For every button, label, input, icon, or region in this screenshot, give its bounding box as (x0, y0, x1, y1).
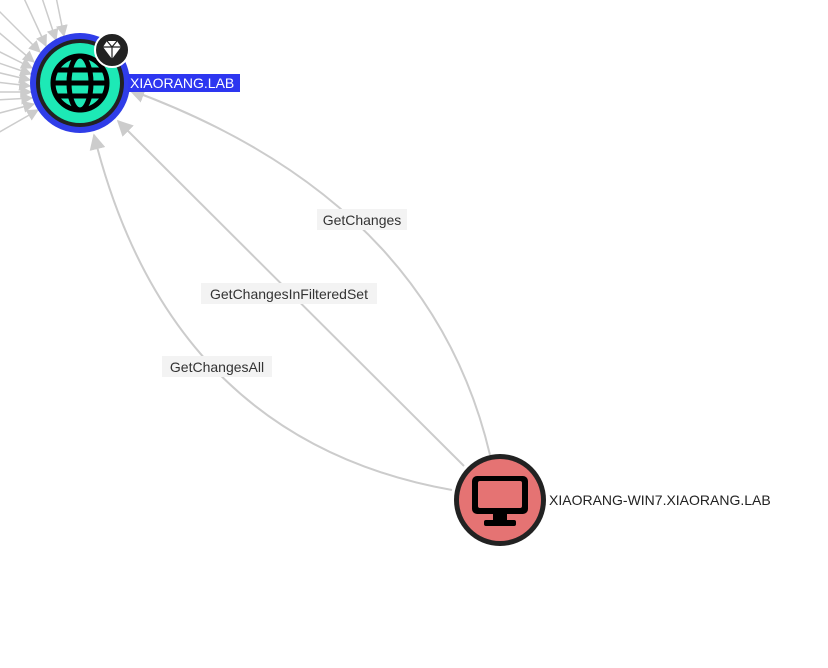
edge-line[interactable] (0, 8, 41, 53)
gem-icon (94, 32, 130, 68)
node-computer-label: XIAORANG-WIN7.XIAORANG.LAB (549, 492, 771, 508)
edge-getchanges[interactable]: GetChanges (128, 87, 491, 456)
offscreen-edges (0, 0, 68, 134)
node-domain-label-bg (128, 74, 240, 92)
edge-line[interactable] (0, 30, 35, 63)
edge-label-getchanges: GetChanges (323, 212, 402, 228)
edge-line[interactable] (0, 100, 36, 114)
node-domain[interactable]: XIAORANG.LAB (30, 32, 240, 133)
edge-line[interactable] (55, 0, 68, 38)
edge-label-getchangesinfilteredset: GetChangesInFilteredSet (210, 286, 368, 302)
edge-line[interactable] (22, 0, 47, 48)
edge-getchangesall[interactable]: GetChangesAll (89, 133, 453, 491)
edge-line[interactable] (40, 0, 59, 42)
monitor-icon (472, 476, 528, 526)
edge-line[interactable] (0, 71, 32, 84)
globe-icon (50, 53, 110, 113)
edge-line[interactable] (0, 92, 34, 105)
edge-label-getchangesall: GetChangesAll (170, 359, 264, 375)
node-computer[interactable]: XIAORANG-WIN7.XIAORANG.LAB (454, 454, 771, 546)
edge-line[interactable] (0, 62, 33, 77)
node-domain-label: XIAORANG.LAB (130, 75, 234, 91)
edge-getchangesinfilteredset[interactable]: GetChangesInFilteredSet (116, 119, 465, 467)
edge-line[interactable] (0, 78, 32, 91)
edge-line[interactable] (0, 109, 40, 134)
